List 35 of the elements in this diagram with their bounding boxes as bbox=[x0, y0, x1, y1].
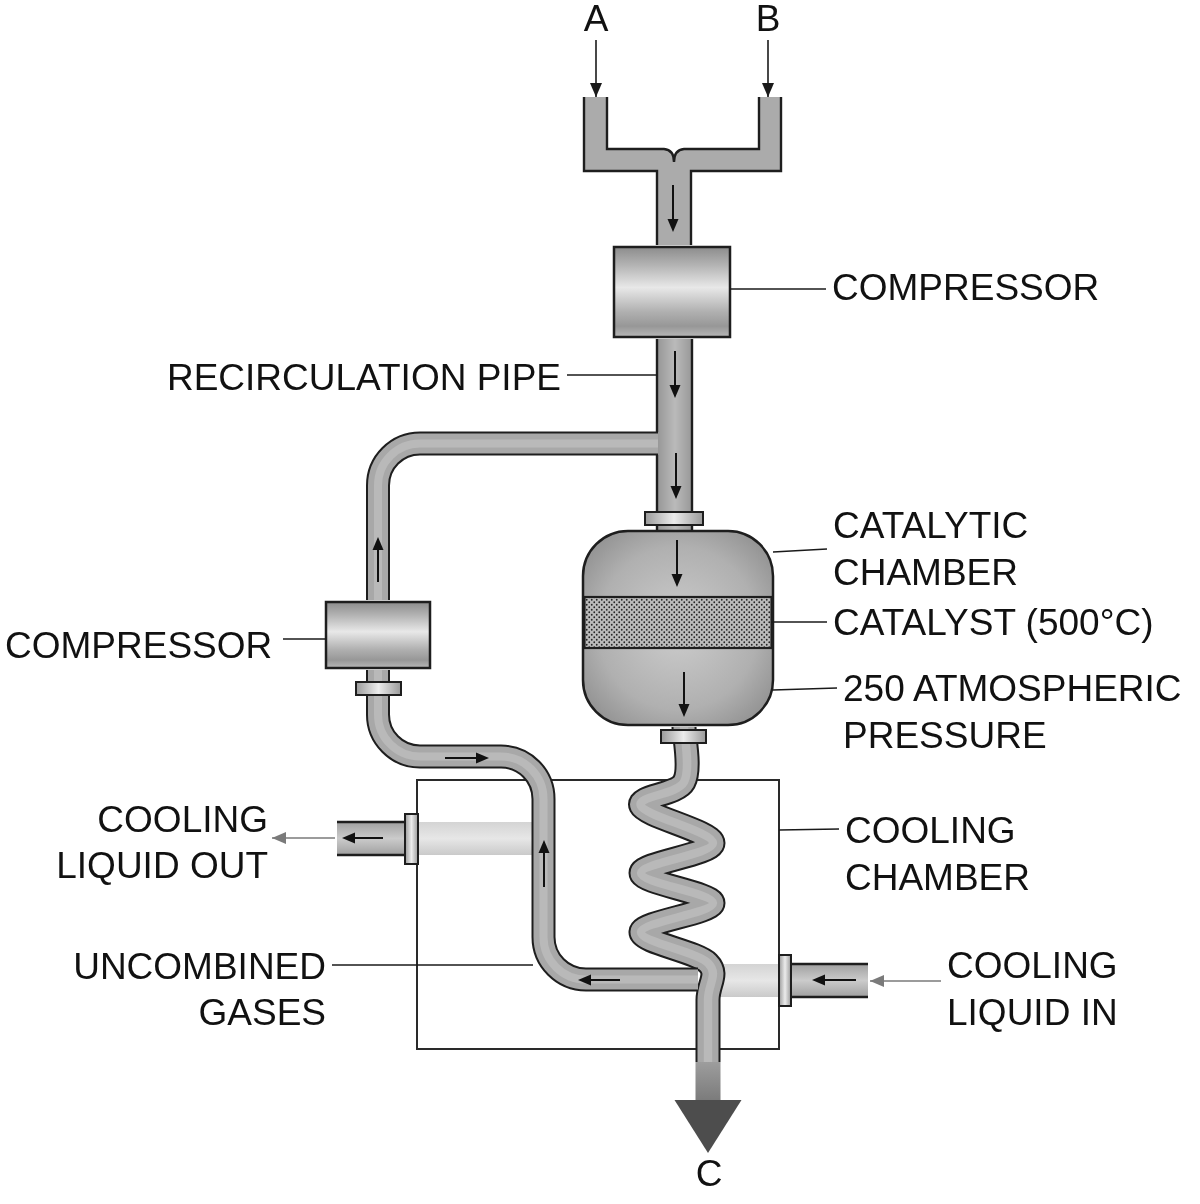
coolant-inlet-pipe bbox=[718, 954, 870, 1007]
flow-arrow bbox=[271, 832, 336, 844]
leader-line bbox=[331, 964, 534, 966]
flow-arrow bbox=[762, 39, 774, 98]
part-label: COMPRESSOR bbox=[832, 264, 1132, 311]
gas-pipe bbox=[644, 337, 704, 532]
compressor-unit bbox=[612, 245, 732, 339]
leader-line bbox=[282, 638, 327, 640]
coil-pipe bbox=[628, 726, 726, 1062]
part-label: COMPRESSOR bbox=[5, 622, 280, 669]
stream-label: C bbox=[689, 1155, 729, 1193]
return-pipe bbox=[355, 670, 698, 992]
gas-pipe bbox=[366, 431, 658, 600]
leader-line bbox=[566, 374, 658, 376]
part-label: RECIRCULATION PIPE bbox=[151, 354, 561, 401]
flow-arrow bbox=[869, 975, 942, 987]
leader-line bbox=[729, 288, 827, 290]
part-label: COOLING LIQUID OUT bbox=[28, 797, 268, 889]
part-label: CATALYTIC CHAMBER bbox=[833, 502, 1093, 596]
part-label: COOLING LIQUID IN bbox=[947, 942, 1187, 1036]
stream-label: A bbox=[576, 0, 616, 38]
part-label: UNCOMBINED GASES bbox=[46, 944, 326, 1036]
part-label: COOLING CHAMBER bbox=[845, 807, 1085, 901]
outlet-arrow bbox=[674, 1062, 742, 1153]
inlet-pipe bbox=[582, 95, 783, 247]
pressure-vessel bbox=[581, 529, 775, 727]
compressor-unit bbox=[324, 600, 432, 670]
flow-arrow bbox=[590, 39, 602, 98]
part-label: CATALYST (500°C) bbox=[833, 599, 1178, 646]
leader-line bbox=[778, 828, 840, 831]
leader-line bbox=[772, 548, 828, 553]
stream-label: B bbox=[748, 0, 788, 38]
leader-line bbox=[772, 687, 838, 691]
part-label: 250 ATMOSPHERIC PRESSURE bbox=[843, 665, 1197, 759]
catalyst-bed bbox=[583, 595, 773, 650]
